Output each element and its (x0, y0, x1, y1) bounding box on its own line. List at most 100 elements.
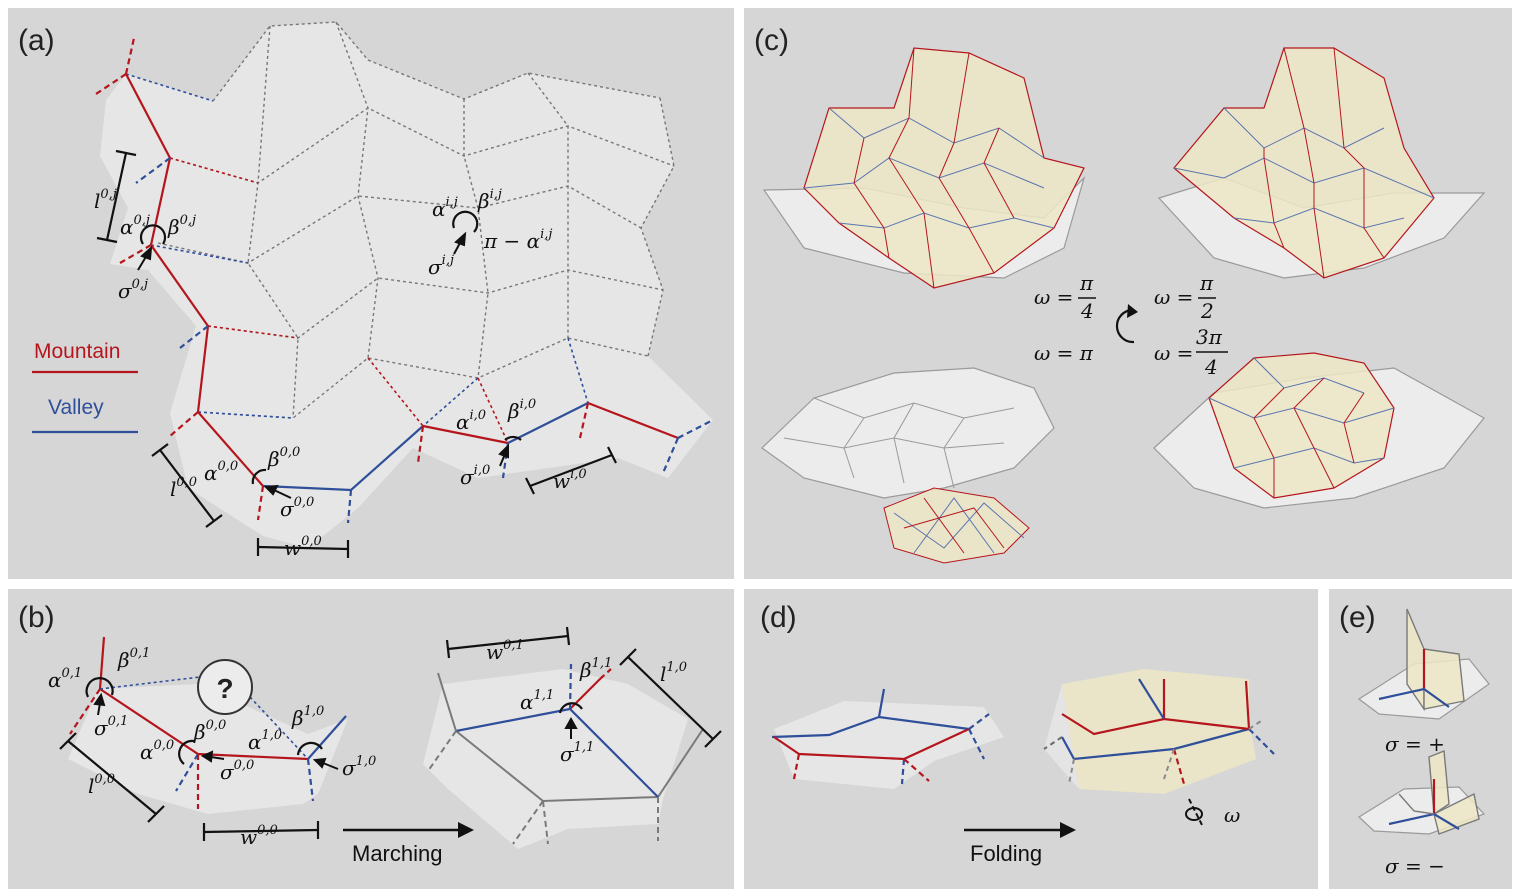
mountain-stub (1172, 748, 1186, 785)
cycle-arrow-head (1127, 304, 1138, 318)
panel-d: ω (d) Folding (744, 589, 1318, 889)
svg-text:α1,0: α1,0 (248, 728, 282, 754)
svg-text:w0,0: w0,0 (284, 534, 322, 560)
angle-arc-00 (178, 739, 195, 765)
mountain-stub (69, 688, 101, 735)
svg-text:l0,j: l0,j (94, 187, 117, 213)
dimension-w00 (256, 538, 350, 558)
vertex-sigma-minus (1358, 750, 1486, 835)
mountain-row-0-b (422, 424, 509, 445)
svg-text:α0,1: α0,1 (48, 666, 82, 692)
valley-stub (175, 753, 199, 792)
valley-crease (771, 715, 970, 739)
sigma-minus-label: σ = − (1385, 854, 1445, 878)
dimension-l00 (59, 732, 165, 823)
valley-dotted (249, 696, 309, 760)
svg-text:σ1,0: σ1,0 (342, 754, 376, 780)
valley-crease (150, 244, 249, 264)
svg-text:4: 4 (1204, 355, 1218, 379)
svg-text:π − αi,j: π − αi,j (483, 227, 552, 253)
svg-text:α1,1: α1,1 (520, 688, 554, 714)
svg-text:α0,0: α0,0 (140, 738, 174, 764)
valley-crease (422, 377, 479, 427)
svg-text:σ0,1: σ0,1 (94, 714, 128, 740)
svg-text:2: 2 (1200, 299, 1214, 323)
valley-stub (346, 489, 353, 524)
vertex-sigma-plus (1357, 608, 1490, 720)
panel-c-diagram: ω = π 4 ω = π 2 ω = π ω = 3π 4 (761, 47, 1486, 564)
mountain-stub (119, 244, 152, 264)
fold-state-pi-over-2 (1157, 47, 1486, 279)
panel-a: l0,j α0,j β0,j σ0,j αi,j βi,j π − αi,j σ… (8, 8, 734, 579)
omega-label-pi: ω = π (1034, 341, 1094, 365)
dimension-l00 (151, 443, 223, 528)
svg-text:σ0,0: σ0,0 (220, 758, 254, 784)
svg-text:β0,0: β0,0 (267, 445, 300, 471)
marching-arrowhead (458, 822, 474, 838)
mountain-stub (903, 758, 930, 782)
svg-text:β1,0: β1,0 (291, 704, 324, 730)
grey-stub (427, 730, 457, 772)
panel-a-label: (a) (18, 24, 55, 57)
grey-stub (512, 800, 544, 845)
svg-text:β0,1: β0,1 (117, 646, 150, 672)
panel-b-diagram: ? (48, 626, 722, 849)
svg-text:σi,j: σi,j (428, 253, 454, 279)
svg-text:σi,0: σi,0 (460, 463, 490, 489)
panel-e-label: (e) (1339, 601, 1376, 634)
mountain-stub (92, 73, 127, 97)
sigma-arrows (93, 692, 339, 770)
dimension-w00 (202, 821, 320, 841)
valley-stub (1248, 728, 1275, 755)
mountain-stub (792, 753, 801, 780)
folding-label: Folding (970, 841, 1043, 866)
valley-stub (677, 419, 714, 439)
mountain-crease (1244, 680, 1251, 730)
valley-legend-label: Valley (48, 396, 104, 419)
svg-text:ω =: ω = (1154, 285, 1193, 309)
svg-text:β0,0: β0,0 (193, 718, 226, 744)
svg-text:w0,1: w0,1 (486, 638, 524, 664)
omega-label: ω (1224, 803, 1240, 827)
svg-text:σ0,j: σ0,j (118, 277, 148, 303)
grey-stub (542, 800, 549, 845)
grey-stub (1043, 736, 1063, 750)
valley-crease (307, 715, 347, 760)
mountain-crease (367, 357, 424, 427)
grey-crease (437, 672, 457, 732)
svg-text:βi,j: βi,j (477, 187, 502, 213)
folded-face-lower (1074, 719, 1256, 794)
svg-text:αi,0: αi,0 (456, 408, 486, 434)
svg-text:β1,1: β1,1 (579, 656, 612, 682)
flat-sheet (774, 701, 1004, 789)
folding-arrowhead (1060, 822, 1076, 838)
svg-text:αi,j: αi,j (432, 195, 458, 221)
mountain-legend-label: Mountain (34, 340, 121, 363)
mountain-stub (256, 485, 265, 521)
angle-arc-ij (452, 210, 479, 233)
angle-arc-01 (85, 677, 114, 698)
marching-label: Marching (352, 841, 443, 866)
svg-text:w0,0: w0,0 (240, 823, 278, 849)
panel-d-label: (d) (760, 601, 797, 634)
svg-text:ω =: ω = (1154, 341, 1193, 365)
unknown-vertex-circle (197, 659, 253, 715)
fold-state-pi-over-4 (762, 47, 1086, 289)
grey-crease (455, 728, 704, 803)
dimension-l10 (619, 648, 722, 748)
dimension-w01 (445, 626, 571, 659)
dimension-wi0 (525, 446, 617, 495)
mountain-stub (169, 411, 199, 437)
panel-c-label: (c) (754, 24, 789, 57)
mountain-stub (416, 425, 425, 464)
angle-arc-i0 (504, 435, 522, 441)
panel-b-label: (b) (18, 601, 55, 634)
omega-label-3pi-over-4: ω = 3π 4 (1154, 325, 1228, 379)
svg-text:βi,0: βi,0 (507, 397, 536, 423)
angle-arc-0j (139, 224, 167, 245)
valley-crease (877, 688, 886, 718)
svg-text:3π: 3π (1196, 325, 1223, 349)
valley-stub (568, 663, 573, 710)
mountain-crease (98, 636, 106, 690)
panel-e: σ = + σ = − (e) (1329, 589, 1512, 889)
